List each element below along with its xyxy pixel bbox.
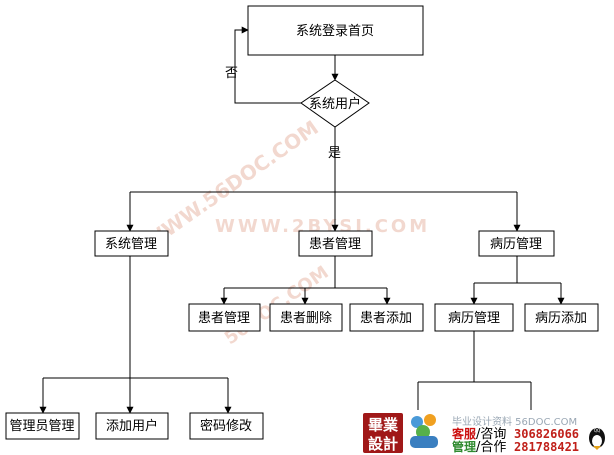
label-decision: 系统用户 <box>309 96 361 112</box>
node-admin-mgmt <box>5 412 80 440</box>
label-patient-add: 患者添加 <box>360 311 412 326</box>
label-system-mgmt: 系统管理 <box>105 237 157 252</box>
node-patient-add <box>349 303 424 332</box>
ad-service-line: 客服/咨询 <box>451 426 506 442</box>
seal-text-bottom: 設計 <box>368 435 398 453</box>
ad-manage-line: 管理/合作 <box>452 439 506 455</box>
edge-label-yes: 是 <box>328 146 341 161</box>
node-login <box>247 5 424 56</box>
seal-logo <box>363 413 403 453</box>
label-login: 系统登录首页 <box>296 24 374 39</box>
ad-manage-label: 管理 <box>452 439 476 454</box>
ad-banner: 畢業 設計 毕业设计资料 56DOC.COM 客服/咨询 管理/合作 30682… <box>363 410 614 455</box>
node-add-user <box>95 412 169 440</box>
edge-label-no: 否 <box>225 66 238 81</box>
ad-manage-suffix: /合作 <box>476 440 506 455</box>
node-record-mgmt-sub <box>434 303 514 332</box>
penguin-qq-text: QQ <box>594 428 600 433</box>
flow-edges <box>39 26 565 414</box>
node-patient-mgmt-sub <box>188 303 261 332</box>
ad-qq-number-2: 281788421 <box>514 440 579 454</box>
seal-text-top: 畢業 <box>368 416 399 434</box>
node-labels: 系统登录首页 系统用户 系统管理 患者管理 病历管理 患者管理 患者删除 患者添… <box>9 24 587 434</box>
people-icon <box>410 414 438 448</box>
label-record-mgmt: 病历管理 <box>490 237 542 252</box>
watermark-line-2: WWW.2BYSJ.COM <box>215 216 430 237</box>
edge-no-loop <box>234 26 301 104</box>
label-patient-mgmt-sub: 患者管理 <box>198 311 250 326</box>
node-decision <box>300 79 370 128</box>
node-record-add <box>524 303 599 332</box>
label-admin-mgmt: 管理员管理 <box>9 419 74 434</box>
penguin-icon: QQ <box>589 428 605 450</box>
node-record-mgmt <box>478 230 555 257</box>
label-patient-mgmt: 患者管理 <box>309 237 361 252</box>
label-record-mgmt-sub: 病历管理 <box>448 311 500 326</box>
ad-qq-number-1: 306826066 <box>514 427 579 441</box>
node-patient-delete <box>269 303 343 332</box>
flow-nodes <box>5 5 599 440</box>
node-system-mgmt <box>94 230 169 257</box>
node-change-password <box>189 412 264 440</box>
node-patient-mgmt <box>298 230 373 257</box>
label-add-user: 添加用户 <box>106 418 158 434</box>
label-change-password: 密码修改 <box>200 418 252 434</box>
ad-background <box>404 410 614 455</box>
label-record-add: 病历添加 <box>535 311 587 326</box>
ad-service-label: 客服 <box>451 426 477 441</box>
ad-site-text: 毕业设计资料 56DOC.COM <box>452 415 577 428</box>
ad-service-suffix: /咨询 <box>476 427 506 442</box>
label-patient-delete: 患者删除 <box>280 311 332 326</box>
